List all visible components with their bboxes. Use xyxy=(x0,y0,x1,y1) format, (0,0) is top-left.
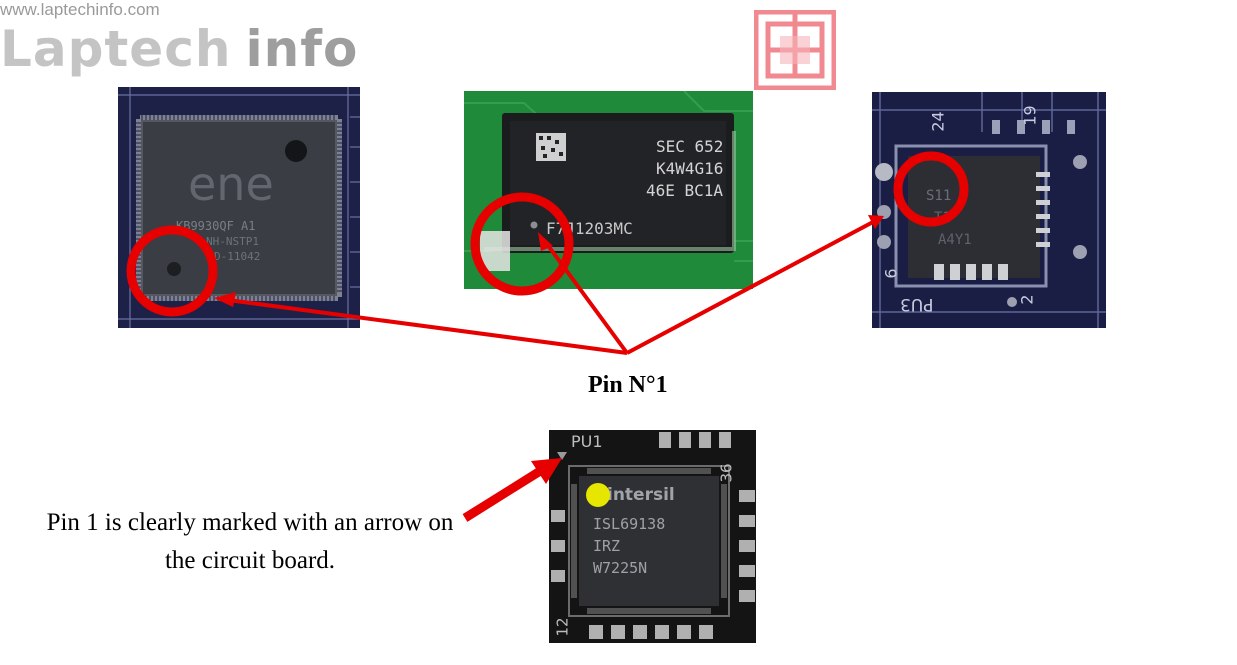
pin1-note: Pin 1 is clearly marked with an arrow on… xyxy=(46,509,454,574)
photo-intersil-chip: PU1 36 12 intersil ISL69138 IRZ W7225N xyxy=(549,430,756,643)
photo-ene-chip: ene KB9930QF A1 NH-NSTP1 D-11042 xyxy=(118,87,360,328)
small-board-label-19: 19 xyxy=(1020,105,1040,126)
ene-brand: ene xyxy=(188,157,274,211)
logo-name-part2: info xyxy=(245,20,359,78)
small-chip-line-3: A4Y1 xyxy=(938,232,972,248)
ene-line-2: NH-NSTP1 xyxy=(206,235,259,248)
small-board-label-24: 24 xyxy=(928,111,948,132)
logo-name-part1: Laptech xyxy=(0,20,232,78)
small-board-label-2: 2 xyxy=(1017,294,1037,305)
intersil-line-1: ISL69138 xyxy=(593,515,666,533)
intersil-brand: intersil xyxy=(607,485,675,505)
sec-line-3: 46E BC1A xyxy=(646,181,724,200)
pointer-arrow-shaft xyxy=(462,464,548,522)
logo-url: www.laptechinfo.com xyxy=(0,0,160,19)
small-board-label-pu3: PU3 xyxy=(900,294,934,314)
ene-line-3: D-11042 xyxy=(214,250,261,263)
laptech-square-icon xyxy=(753,9,837,91)
intersil-line-2: IRZ xyxy=(593,537,621,555)
logo xyxy=(753,9,837,91)
sec-line-2: K4W4G16 xyxy=(656,159,724,178)
small-chip-line-2: T1 xyxy=(934,210,951,226)
small-chip-line-1: S11 xyxy=(926,188,952,204)
sec-line-4: F7J1203MC xyxy=(546,219,633,238)
pin-label: Pin N°1 xyxy=(588,372,668,398)
intersil-board-label-36: 36 xyxy=(717,463,736,483)
intersil-board-label-pu1: PU1 xyxy=(571,432,603,451)
photo-small-chip: 24 19 6 PU3 2 S11 T1 A4Y1 xyxy=(872,92,1106,328)
ene-line-1: KB9930QF A1 xyxy=(176,219,256,233)
photo-sec-chip: SEC 652 K4W4G16 46E BC1A F7J1203MC xyxy=(464,91,753,289)
small-board-label-6: 6 xyxy=(881,268,901,279)
intersil-board-label-12: 12 xyxy=(553,617,572,637)
sec-line-1: SEC 652 xyxy=(656,137,724,156)
intersil-line-3: W7225N xyxy=(593,559,648,577)
